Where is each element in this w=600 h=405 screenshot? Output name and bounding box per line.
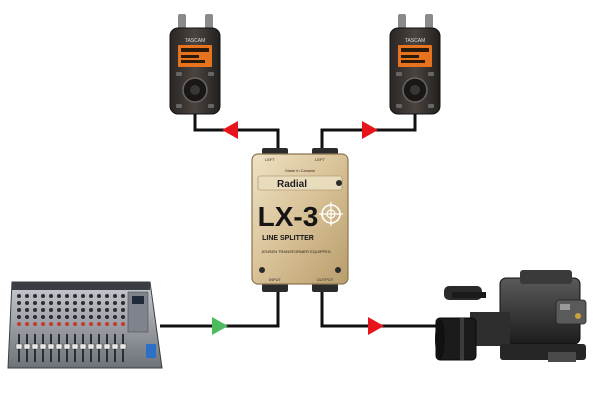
video-camera <box>435 270 587 362</box>
lx3-splitter: LEFT LEFT Made in Canada Radial LX-3 LIN… <box>251 148 349 292</box>
mixer-channel-strip <box>55 294 63 362</box>
mixer-channel-strip <box>79 294 87 362</box>
wire-to-camera <box>320 288 440 328</box>
splitter-brand: Radial <box>277 179 307 190</box>
arrow-input-mixer <box>212 317 228 335</box>
mixer-channel-strip <box>47 294 55 362</box>
mixer-channel-strip <box>111 294 119 362</box>
mixer-channel-strip <box>63 294 71 362</box>
mixer-channel-strip <box>15 294 23 362</box>
arrow-output-camera <box>368 317 384 335</box>
mixer-channel-strip <box>103 294 111 362</box>
crosshair-icon <box>319 202 343 226</box>
splitter-model: LX-3 <box>258 201 319 232</box>
splitter-subtitle: LINE SPLITTER <box>262 235 314 242</box>
mixer-channel-strip <box>95 294 103 362</box>
mixer-channel-strip <box>119 294 127 362</box>
wire-from-mixer <box>160 288 280 328</box>
recorder-left-brand: TASCAM <box>185 38 205 44</box>
splitter-jack-label-input: INPUT <box>269 277 282 282</box>
mixer-channel-strip <box>31 294 39 362</box>
splitter-made-in: Made in Canada <box>285 168 315 173</box>
recorder-right-brand: TASCAM <box>405 38 425 44</box>
arrow-output-left <box>222 121 238 139</box>
mixer-channel-strip <box>87 294 95 362</box>
mixer-channel-strip <box>23 294 31 362</box>
splitter-jack-label-right: LEFT <box>315 157 325 162</box>
mixer-console <box>7 281 163 369</box>
arrow-output-right <box>362 121 378 139</box>
splitter-jack-label-left: LEFT <box>265 157 275 162</box>
recorder-left: TASCAM <box>169 14 221 115</box>
splitter-jack-label-output: OUTPUT <box>317 277 334 282</box>
recorder-right: TASCAM <box>389 14 441 115</box>
mixer-channel-strip <box>39 294 47 362</box>
splitter-tagline: JENSEN TRANSFORMER EQUIPPED <box>261 249 331 254</box>
mixer-channel-strip <box>71 294 79 362</box>
mixer-channel-strips <box>15 294 127 362</box>
